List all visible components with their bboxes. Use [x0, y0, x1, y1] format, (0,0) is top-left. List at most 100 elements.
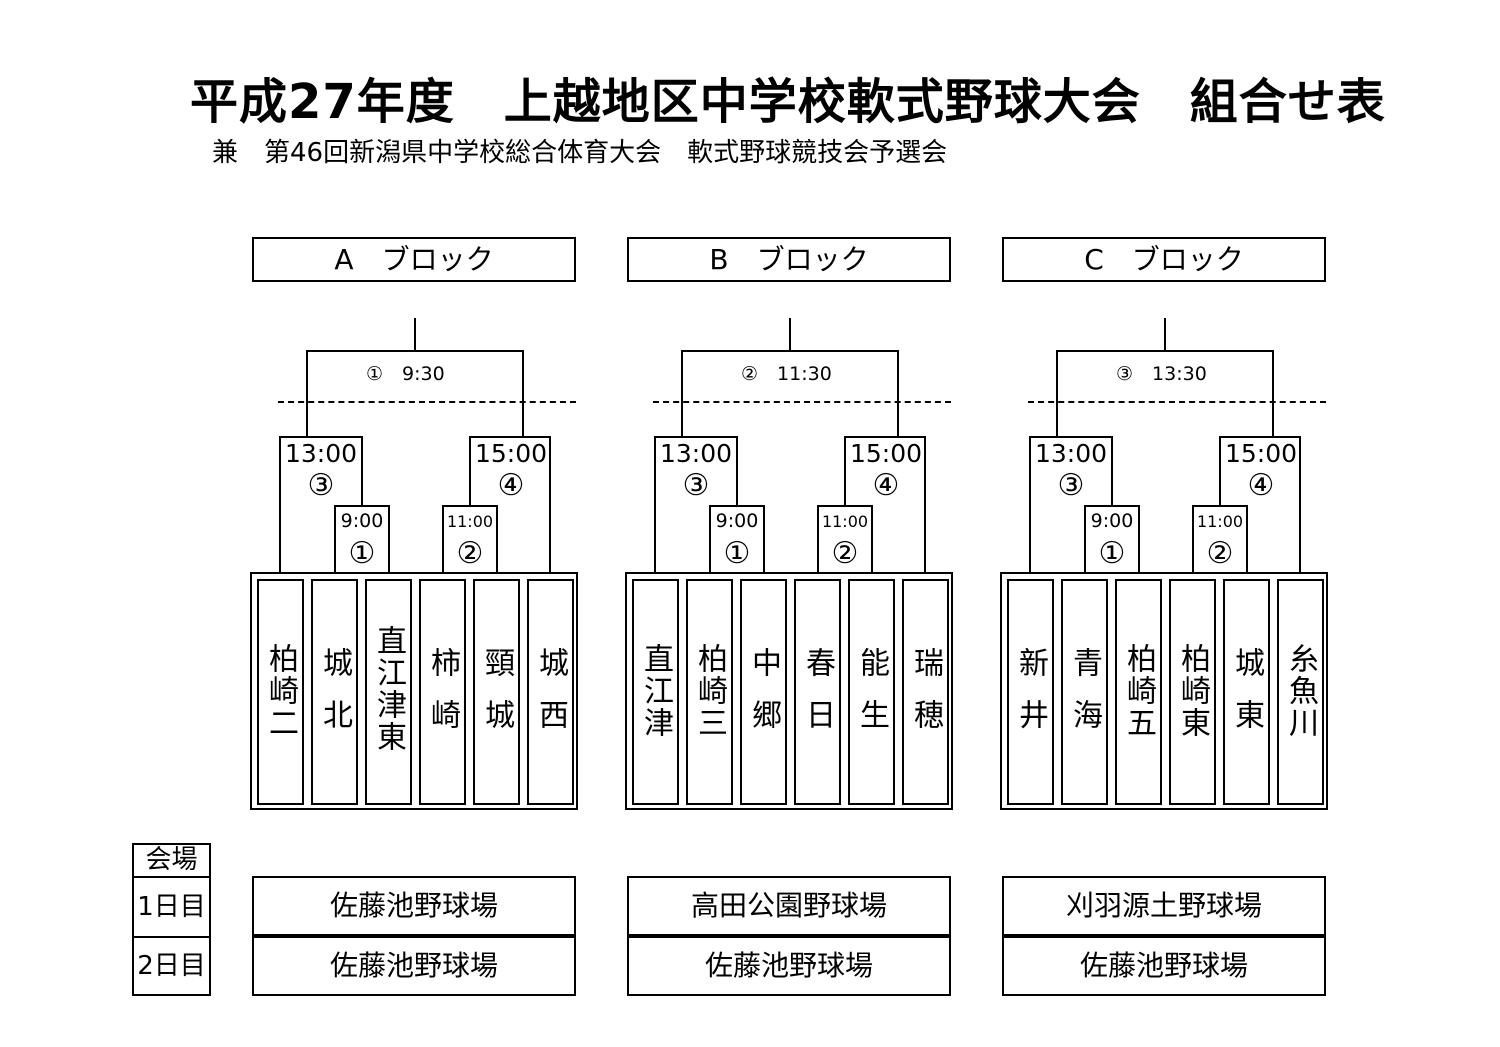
- teams-frame-c: 新井青海柏崎五柏崎東城東糸魚川: [1000, 572, 1328, 810]
- venue-a-day2: 佐藤池野球場: [252, 936, 576, 996]
- semi-right-top-a: [469, 436, 551, 438]
- team-name: 春日: [800, 647, 835, 751]
- q1-right-c: [1138, 505, 1140, 572]
- team-cell: 城北: [311, 579, 358, 805]
- team-name: 直江津東: [371, 625, 406, 753]
- q2-time-a: 11:00: [446, 512, 494, 531]
- semi-left-outer-a: [279, 436, 281, 572]
- q2-right-a: [496, 505, 498, 572]
- q2-top-a: [442, 505, 498, 507]
- final-time-c: ③ 13:30: [1116, 363, 1207, 385]
- semi-right-time-a: 15:00: [474, 439, 548, 468]
- semi-left-num-a: ③: [307, 468, 335, 503]
- q2-left-a: [442, 505, 444, 572]
- q1-top-b: [709, 505, 765, 507]
- semi-left-time-b: 13:00: [659, 439, 733, 468]
- final-right-leg-a: [522, 350, 524, 438]
- team-name: 城東: [1229, 647, 1264, 751]
- dashed-divider-c: [1028, 401, 1326, 403]
- q2-top-c: [1192, 505, 1248, 507]
- q1-num-c: ①: [1098, 536, 1126, 571]
- team-cell: 城西: [527, 579, 574, 805]
- q2-right-c: [1246, 505, 1248, 572]
- q2-left-c: [1192, 505, 1194, 572]
- team-name: 城北: [317, 647, 352, 751]
- semi-right-time-b: 15:00: [849, 439, 923, 468]
- semi-left-top-c: [1029, 436, 1111, 438]
- block-header-b: B ブロック: [627, 237, 951, 282]
- team-name: 柿崎: [425, 647, 460, 751]
- q1-left-b: [709, 505, 711, 572]
- semi-right-outer-a: [549, 436, 551, 572]
- venue-a-day1: 佐藤池野球場: [252, 876, 576, 936]
- semi-right-inner-a: [469, 436, 471, 506]
- q1-left-a: [334, 505, 336, 572]
- final-right-leg-c: [1272, 350, 1274, 438]
- block-header-a: A ブロック: [252, 237, 576, 282]
- q2-top-b: [817, 505, 873, 507]
- semi-left-num-c: ③: [1057, 468, 1085, 503]
- team-cell: 城東: [1223, 579, 1270, 805]
- q2-num-c: ②: [1206, 536, 1234, 571]
- q2-time-c: 11:00: [1196, 512, 1244, 531]
- q2-left-b: [817, 505, 819, 572]
- team-cell: 柏崎二: [257, 579, 304, 805]
- team-name: 柏崎三: [692, 643, 727, 739]
- team-cell: 春日: [794, 579, 841, 805]
- semi-left-inner-a: [361, 436, 363, 506]
- final-right-leg-b: [897, 350, 899, 438]
- q2-time-b: 11:00: [821, 512, 869, 531]
- final-left-leg-a: [306, 350, 308, 438]
- venue-c-day1: 刈羽源土野球場: [1002, 876, 1326, 936]
- semi-right-outer-b: [924, 436, 926, 572]
- q1-num-b: ①: [723, 536, 751, 571]
- team-cell: 柏崎東: [1169, 579, 1216, 805]
- semi-right-top-b: [844, 436, 926, 438]
- final-time-a: ① 9:30: [366, 363, 445, 385]
- team-cell: 瑞穂: [902, 579, 949, 805]
- semi-left-outer-c: [1029, 436, 1031, 572]
- semi-left-top-b: [654, 436, 736, 438]
- day2-label: 2日目: [132, 936, 211, 996]
- q2-right-b: [871, 505, 873, 572]
- team-name: 柏崎東: [1175, 643, 1210, 739]
- team-cell: 青海: [1061, 579, 1108, 805]
- team-cell: 中郷: [740, 579, 787, 805]
- team-name: 新井: [1013, 647, 1048, 751]
- team-name: 柏崎二: [263, 643, 298, 739]
- semi-left-inner-c: [1111, 436, 1113, 506]
- dashed-divider-b: [653, 401, 951, 403]
- final-stem-a: [414, 318, 416, 352]
- semi-right-num-c: ④: [1247, 468, 1275, 503]
- team-cell: 柏崎三: [686, 579, 733, 805]
- q1-right-b: [763, 505, 765, 572]
- team-name: 城西: [533, 647, 568, 751]
- venue-c-day2: 佐藤池野球場: [1002, 936, 1326, 996]
- team-name: 青海: [1067, 647, 1102, 751]
- semi-left-time-a: 13:00: [284, 439, 358, 468]
- page-subtitle: 兼 第46回新潟県中学校総合体育大会 軟式野球競技会予選会: [212, 138, 948, 168]
- team-cell: 柏崎五: [1115, 579, 1162, 805]
- semi-right-num-a: ④: [497, 468, 525, 503]
- semi-left-outer-b: [654, 436, 656, 572]
- final-stem-c: [1164, 318, 1166, 352]
- q1-right-a: [388, 505, 390, 572]
- venue-label: 会場: [132, 843, 211, 878]
- team-cell: 直江津東: [365, 579, 412, 805]
- team-name: 瑞穂: [908, 647, 943, 751]
- final-stem-b: [789, 318, 791, 352]
- q1-left-c: [1084, 505, 1086, 572]
- team-name: 能生: [854, 647, 889, 751]
- dashed-divider-a: [278, 401, 576, 403]
- q1-time-b: 9:00: [715, 510, 759, 532]
- semi-left-inner-b: [736, 436, 738, 506]
- team-cell: 柿崎: [419, 579, 466, 805]
- final-bar-b: [681, 350, 899, 352]
- q1-time-a: 9:00: [340, 510, 384, 532]
- semi-right-time-c: 15:00: [1224, 439, 1298, 468]
- semi-left-num-b: ③: [682, 468, 710, 503]
- team-name: 中郷: [746, 647, 781, 751]
- final-bar-c: [1056, 350, 1274, 352]
- teams-frame-a: 柏崎二城北直江津東柿崎頸城城西: [250, 572, 578, 810]
- q2-num-b: ②: [831, 536, 859, 571]
